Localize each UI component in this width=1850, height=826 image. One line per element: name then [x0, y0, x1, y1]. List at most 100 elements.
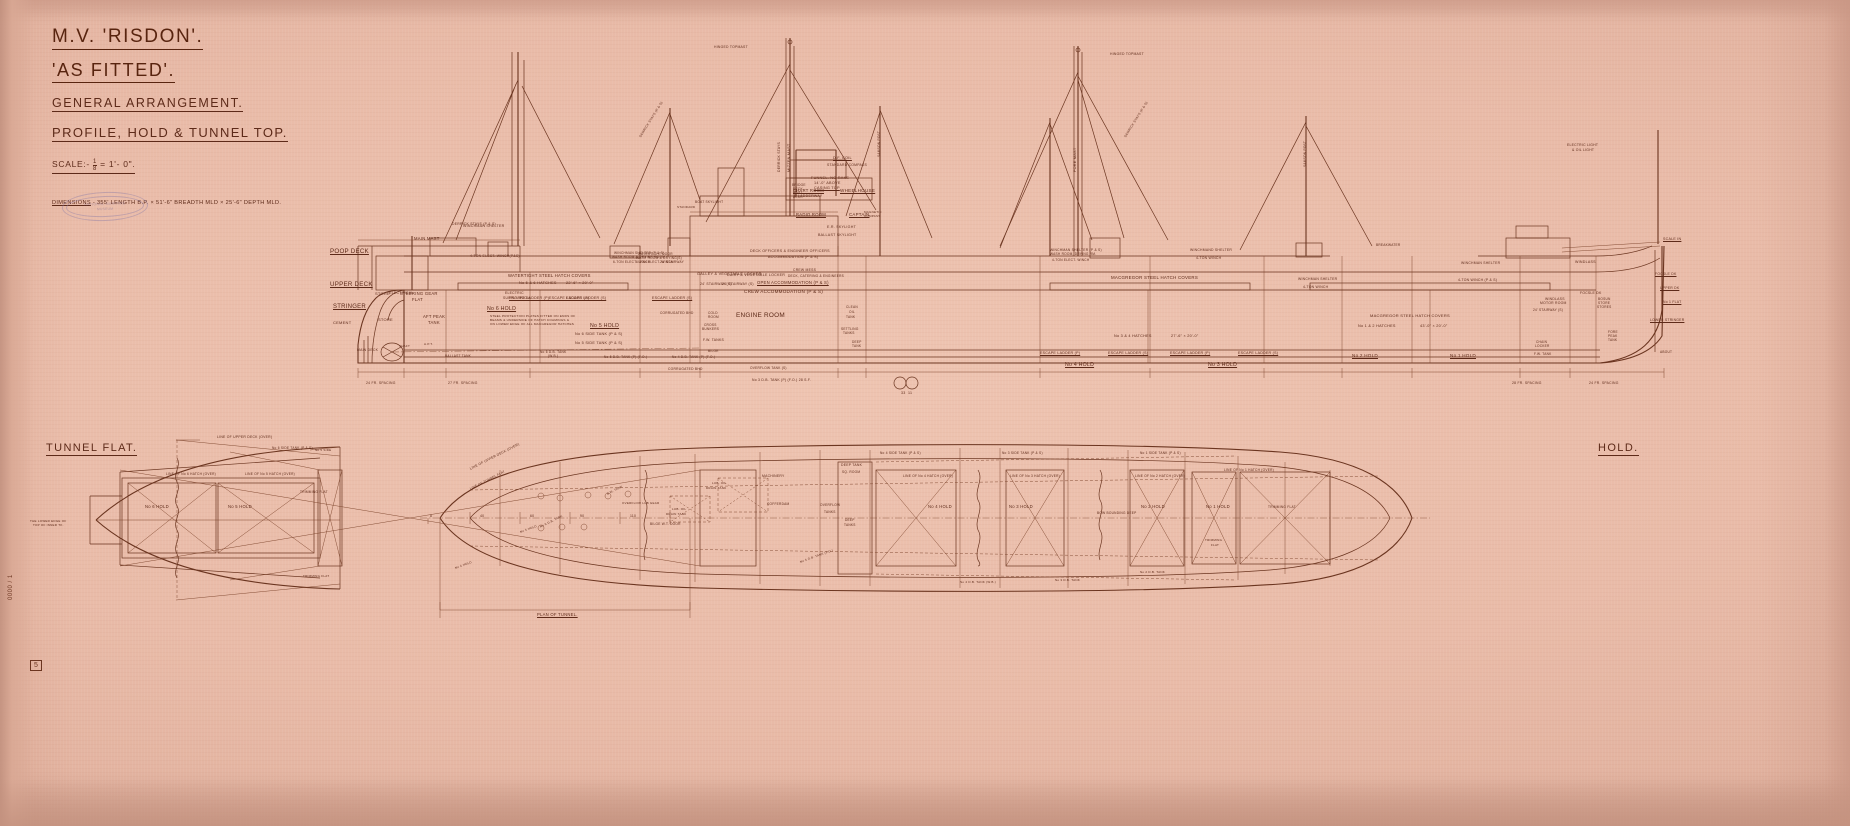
- masts-and-derricks: [411, 38, 1659, 290]
- plan-annotation: TRIMMING FLAT: [1268, 505, 1296, 509]
- profile-annotation: CORRUGATED BHD: [660, 311, 694, 315]
- frame-spacing-note: 27 FR. SPACING: [448, 381, 478, 385]
- profile-annotation: FORE: [1608, 330, 1618, 334]
- paper-edge-bottom: [0, 780, 1850, 826]
- profile-annotation: TANK: [846, 315, 856, 319]
- plan-annotation: TRIMMING FLAT: [303, 574, 330, 578]
- profile-annotation: 4-TON ELECT. WINCH: [1052, 258, 1090, 262]
- paper-edge-right: [1824, 0, 1850, 826]
- profile-annotation: 14'-0" ABOVE: [814, 181, 841, 185]
- profile-annotation: 27'-6" × 20'-0": [1171, 334, 1199, 338]
- profile-annotation: DEEP: [852, 340, 862, 344]
- plan-annotation: THE LOWER EDGE OF: [30, 519, 67, 523]
- profile-annotation: RADIO ROOM: [796, 212, 826, 217]
- profile-annotation: WASH ROOM & DRYING(S): [636, 256, 682, 260]
- plan-annotation: No 4 HOLD: [928, 504, 952, 509]
- plan-annotation: COFFERDAM: [767, 502, 790, 506]
- profile-annotation: DERRICK STAYS: [777, 141, 781, 172]
- profile-annotation: STANDARD: [677, 205, 696, 209]
- profile-annotation: No 3 & 4 HATCHES: [1114, 334, 1152, 338]
- profile-annotation: FUNNEL. NO RAKE: [811, 176, 850, 180]
- profile-annotation: CHAIN: [1536, 340, 1548, 344]
- plan-annotation: DRAIN TANK: [706, 486, 727, 490]
- profile-annotation: 6-TON ELECT. WINCH: [613, 260, 651, 264]
- profile-annotation: 6-TON ELECT. WINCH: [636, 260, 674, 264]
- profile-annotation: DECK, CATERING & ENGINEERS: [788, 274, 845, 278]
- plan-annotation: LINE OF No 5 HATCH (OVER): [245, 472, 295, 476]
- profile-annotation: BREAKWATER: [1376, 243, 1401, 247]
- profile-annotation: TANK: [1608, 338, 1618, 342]
- profile-annotation: 4-TON WINCH (P & S): [1458, 278, 1498, 282]
- plan-annotation: No 2 D.B. TANK: [1140, 570, 1166, 574]
- edge-archive-code: 0000 / 1: [8, 574, 14, 600]
- profile-annotation: 4-TON ELECT. WINCH(P&S): [470, 254, 520, 258]
- plan-annotation: MACHINERY: [762, 474, 785, 478]
- plan-annotation: SQ. ROOM: [842, 470, 861, 474]
- profile-annotation: DAIRY & VEGETABLE LOCKER: [727, 273, 786, 277]
- plan-annotation: No 3 SIDE TANK (P & S): [1002, 451, 1043, 455]
- profile-annotation: CORRUGATED BHD: [668, 367, 703, 371]
- profile-annotation: BALLAST TANK: [445, 354, 472, 358]
- scale-fraction: 1 8: [93, 159, 98, 172]
- profile-annotation: WATERTIGHT DOOR: [638, 252, 673, 256]
- profile-annotation: 24' STAIRWAY (S): [1533, 308, 1564, 312]
- view-list: PROFILE, HOLD & TUNNEL TOP.: [52, 125, 288, 142]
- profile-annotation: COLD: [708, 311, 718, 315]
- profile-annotation: WHEELHOUSE: [840, 188, 876, 193]
- plan-annotation: TANKS: [844, 523, 856, 527]
- profile-annotation: No 6 HOLD: [487, 306, 517, 312]
- plan-annotation: No 6 HOLD: [145, 504, 169, 509]
- profile-annotation: CASING TOP: [814, 186, 840, 190]
- profile-annotation: BEAMS & UNDERSIDE OF HATCH COAMINGS &: [490, 318, 570, 322]
- profile-annotation: No 6 D.B. TANK: [540, 350, 567, 354]
- frame-station-ticks: [357, 368, 1665, 378]
- plan-annotation: No 3 HOLD: [1009, 504, 1033, 509]
- profile-annotation: WINCHMAN SHELTER: [463, 224, 505, 228]
- profile-annotation: ESCAPE LADDER (S): [566, 296, 607, 300]
- profile-annotation: & LADDERWAY: [794, 194, 823, 198]
- profile-annotation: DECK: [793, 187, 803, 191]
- profile-annotation: STRINGER: [333, 304, 367, 310]
- plan-annotation: TRIMMING FLAT: [300, 490, 328, 494]
- profile-annotation: E.R. SKYLIGHT: [827, 225, 857, 229]
- profile-annotation: STEERING GEAR: [400, 291, 438, 296]
- profile-annotation: ESCAPE LADDER (P): [1170, 351, 1211, 355]
- plan-annotation: LINE OF No 2 HATCH (OVER): [1135, 474, 1185, 478]
- paper-edge-top: [0, 0, 1850, 18]
- profile-annotation: BALLAST SKYLIGHT: [818, 233, 857, 237]
- profile-annotation: UPPER DECK: [330, 281, 373, 288]
- profile-annotation: 24' STAIRWAY: [660, 260, 685, 264]
- plan-annotation: TRIMMING: [1205, 538, 1223, 542]
- frame-spacing-note: 33: [901, 391, 906, 395]
- profile-annotation: No 3 D.B. TANK (P) (F.O.) 28 S.F.: [752, 378, 811, 382]
- profile-annotation: HINGED TOPMAST: [1110, 52, 1144, 56]
- profile-annotation: MIZZEN MAST: [787, 143, 791, 172]
- profile-annotation: BOAT: [793, 191, 803, 195]
- profile-annotation: ESCAPE LADDER (S): [652, 296, 693, 300]
- plan-annotation: LINE OF No 6 HATCH (OVER): [166, 472, 216, 476]
- profile-annotation: MOTOR ROOM: [1540, 301, 1567, 305]
- dimensions-note: DIMENSIONS - 355' LENGTH B.P. × 51'-6" B…: [52, 200, 282, 206]
- profile-annotation: COMPASS: [864, 214, 881, 218]
- forward-trimming-flat: [1239, 471, 1331, 565]
- profile-annotation: FLAT: [412, 297, 423, 302]
- profile-annotation: POOP DECK: [330, 248, 369, 255]
- profile-annotation: TANK: [428, 320, 440, 325]
- profile-annotation: FOCSLE DK: [1655, 272, 1677, 276]
- profile-annotation: AFT PEAK: [423, 314, 446, 319]
- profile-hatches: [457, 282, 1551, 363]
- plan-annotation: No 2 HOLD: [1141, 504, 1165, 509]
- profile-annotation: No 5 HOLD: [590, 323, 620, 329]
- plan-annotation: OVERFLOW: [820, 503, 841, 507]
- profile-annotation: TANKS: [843, 331, 855, 335]
- profile-annotation: MACGREGOR STEEL HATCH COVERS: [1370, 313, 1450, 318]
- hold-plan-overlays: [469, 455, 1381, 581]
- profile-annotation: BOAT SKYLIGHT: [695, 200, 724, 204]
- frame-spacing-note: 24 FR. SPACING: [1589, 381, 1619, 385]
- profile-annotation: No 4 D.B. TANK (P) (F.O.): [672, 355, 716, 359]
- plan-annotation: TOP OF INNER TK.: [33, 523, 64, 527]
- plan-annotation: LINE OF No 1 HATCH (OVER): [1224, 468, 1274, 472]
- centreline-seam-2: [1098, 469, 1103, 561]
